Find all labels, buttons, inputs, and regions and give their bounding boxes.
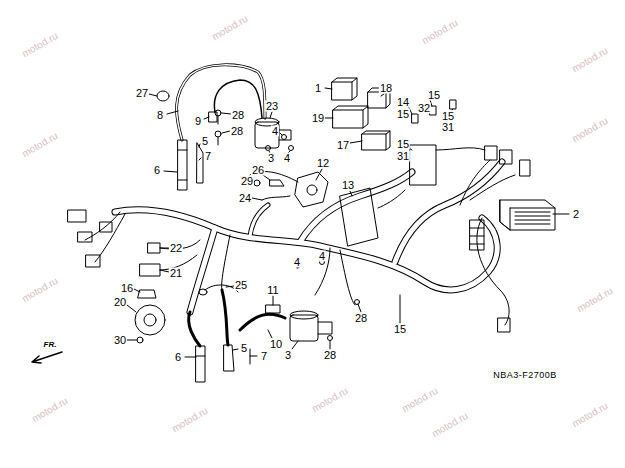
fuse-box bbox=[410, 145, 436, 185]
callout-number: 5 bbox=[201, 136, 209, 147]
bottom-wires bbox=[189, 285, 285, 382]
callout-number: 27 bbox=[135, 88, 149, 99]
watermark: motod.ru bbox=[570, 401, 609, 429]
watermark: motod.ru bbox=[420, 18, 459, 46]
callout-number: 11 bbox=[266, 285, 279, 296]
callout-number: 2 bbox=[572, 209, 580, 220]
callout-number: 18 bbox=[379, 83, 393, 94]
callout-number: 29 bbox=[240, 176, 254, 187]
callout-number: 13 bbox=[341, 180, 355, 191]
callout-number: 24 bbox=[238, 193, 252, 204]
horn bbox=[135, 290, 165, 343]
harness bbox=[85, 160, 515, 325]
watermark: motod.ru bbox=[210, 14, 249, 42]
callout-number: 12 bbox=[316, 158, 330, 169]
callout-number: 19 bbox=[311, 113, 325, 124]
callout-number: 15 bbox=[396, 139, 410, 150]
watermark: motod.ru bbox=[20, 276, 59, 304]
watermark: motod.ru bbox=[570, 116, 609, 144]
callout-number: 7 bbox=[260, 351, 268, 362]
callout-number: 16 bbox=[120, 283, 134, 294]
callout-number: 15 bbox=[393, 324, 407, 335]
callout-number: 28 bbox=[323, 350, 337, 361]
watermark: motod.ru bbox=[570, 46, 609, 74]
callout-number: 15 bbox=[441, 111, 455, 122]
callout-number: 30 bbox=[113, 335, 127, 346]
clamp bbox=[157, 91, 169, 101]
plug-wire-top bbox=[177, 65, 265, 190]
watermark: motod.ru bbox=[30, 396, 69, 424]
callout-number: 8 bbox=[156, 110, 164, 121]
callout-number: 26 bbox=[251, 165, 265, 176]
watermark: motod.ru bbox=[430, 411, 469, 439]
watermark: motod.ru bbox=[20, 31, 59, 59]
ignition-coil bbox=[290, 260, 360, 342]
watermark: motod.ru bbox=[575, 286, 614, 314]
connector-cluster bbox=[68, 210, 160, 276]
callout-number: 15 bbox=[396, 109, 410, 120]
callout-number: 28 bbox=[230, 126, 244, 137]
callout-number: 4 bbox=[318, 251, 326, 262]
watermark: motod.ru bbox=[400, 386, 439, 414]
ecu bbox=[470, 200, 555, 332]
ignition-coil bbox=[255, 118, 291, 148]
callout-number: 3 bbox=[284, 350, 292, 361]
drawing-code: NBA3-F2700B bbox=[492, 371, 558, 380]
callout-number: 31 bbox=[396, 151, 410, 162]
callout-number: 14 bbox=[396, 97, 410, 108]
callout-number: 10 bbox=[269, 339, 283, 350]
callout-number: 4 bbox=[283, 153, 291, 164]
callout-number: 4 bbox=[293, 257, 301, 268]
callout-number: 3 bbox=[267, 153, 275, 164]
callout-number: 4 bbox=[271, 126, 279, 137]
leader-line bbox=[127, 88, 569, 357]
callout-number: 28 bbox=[354, 313, 368, 324]
watermark: motod.ru bbox=[170, 406, 209, 434]
front-arrow bbox=[32, 352, 62, 363]
bolt bbox=[215, 110, 294, 151]
callout-number: 28 bbox=[231, 110, 245, 121]
callout-number: 5 bbox=[240, 343, 248, 354]
callout-number: 15 bbox=[427, 90, 441, 101]
watermark: motod.ru bbox=[20, 131, 59, 159]
callout-number: 32 bbox=[417, 103, 431, 114]
cover-plate bbox=[340, 188, 378, 246]
callout-number: 21 bbox=[169, 268, 183, 279]
callout-number: 6 bbox=[174, 352, 182, 363]
callout-number: 1 bbox=[314, 83, 322, 94]
callout-number: 7 bbox=[204, 151, 212, 162]
callout-number: 20 bbox=[113, 297, 127, 308]
relay bbox=[332, 78, 456, 150]
callout-number: 6 bbox=[153, 165, 161, 176]
callout-number: 9 bbox=[194, 116, 202, 127]
callout-number: 23 bbox=[265, 101, 279, 112]
watermark: motod.ru bbox=[310, 386, 349, 414]
callout-number: 17 bbox=[336, 140, 350, 151]
callout-number: 25 bbox=[234, 280, 248, 291]
callout-number: 22 bbox=[169, 243, 183, 254]
callout-number: 31 bbox=[441, 122, 455, 133]
front-marker: FR. bbox=[43, 341, 58, 349]
sensor bbox=[250, 171, 328, 207]
